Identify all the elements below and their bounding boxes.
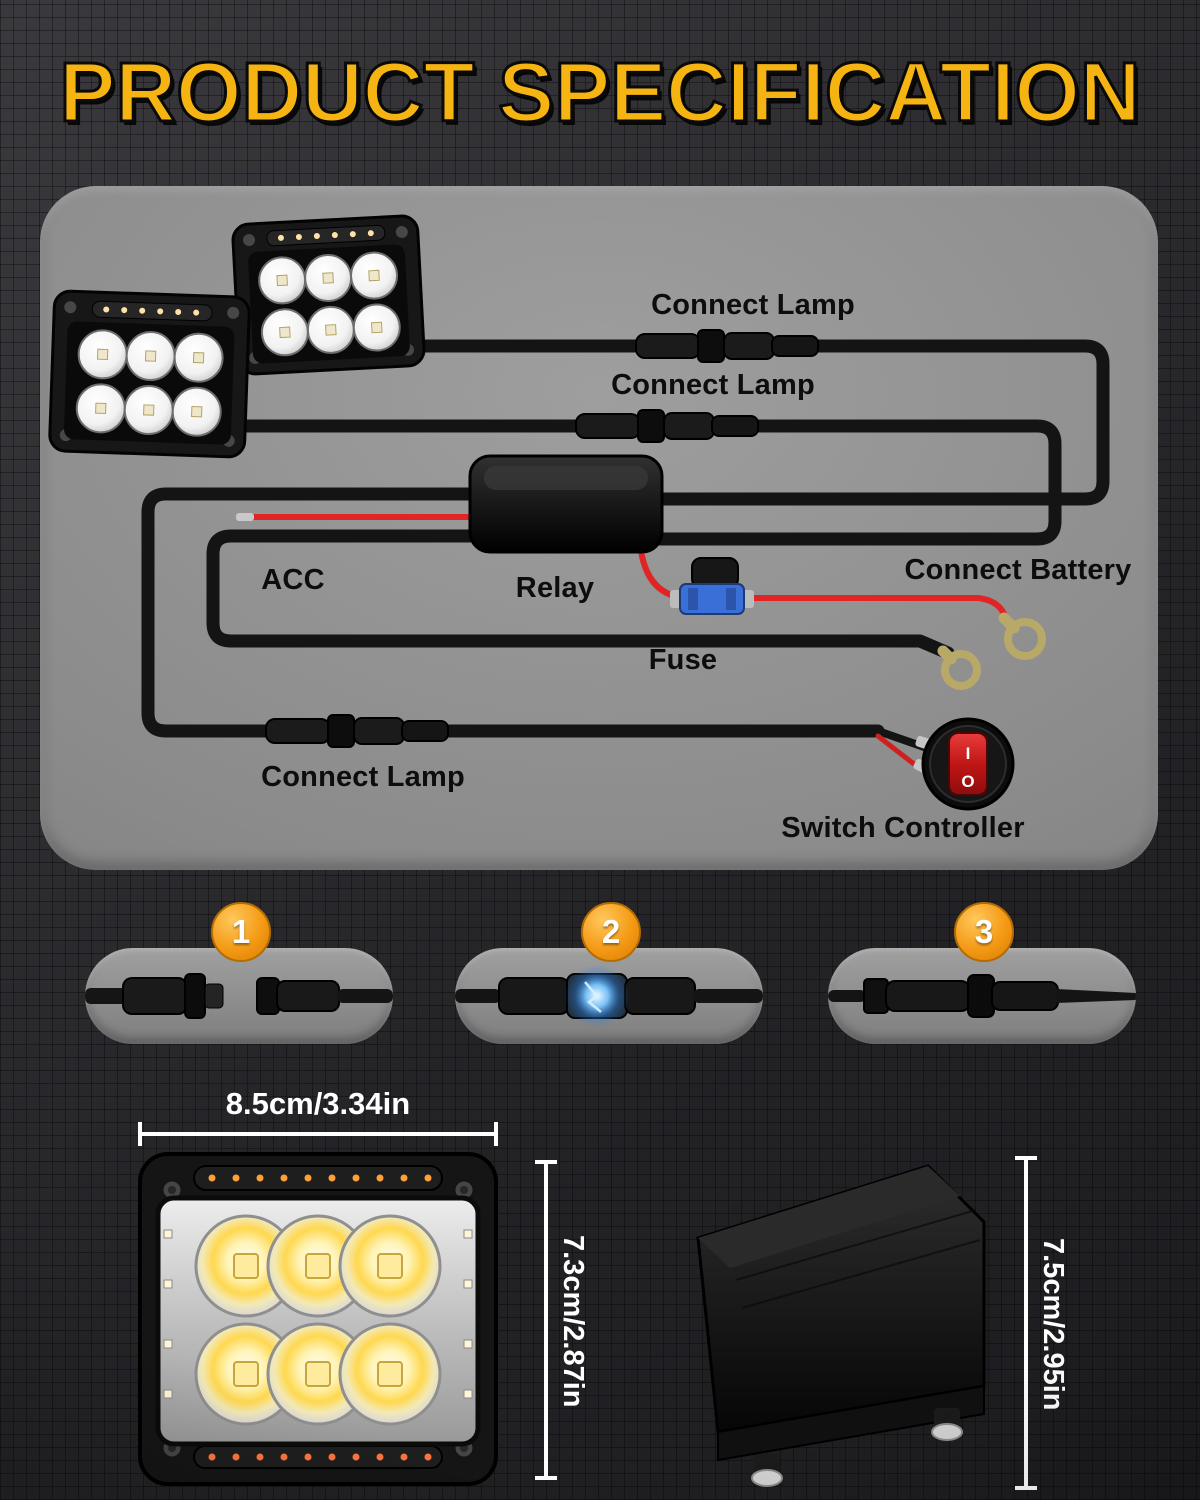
switch-on-marking: I bbox=[966, 744, 971, 763]
inline-connector-top bbox=[635, 329, 819, 363]
mounting-screw-right bbox=[931, 1408, 963, 1441]
height-dimension-tick-bottom bbox=[535, 1476, 557, 1480]
step-2-badge: 2 bbox=[581, 902, 641, 962]
step-1-pill bbox=[85, 948, 393, 1044]
width-dimension-label: 8.5cm/3.34in bbox=[225, 1086, 411, 1121]
led-pod-right bbox=[231, 214, 426, 376]
depth-dimension-line bbox=[1024, 1158, 1028, 1490]
relay-box bbox=[468, 454, 664, 554]
relay-label: Relay bbox=[515, 572, 595, 604]
pod-front-body bbox=[138, 1152, 498, 1486]
height-dimension-tick-top bbox=[535, 1160, 557, 1164]
step-2-pill bbox=[455, 948, 763, 1044]
wiring-diagram-panel: I O bbox=[40, 186, 1158, 870]
connector-aligned-glow-image bbox=[455, 964, 763, 1028]
step-1-number: 1 bbox=[231, 913, 251, 950]
depth-dimension-tick-bottom bbox=[1015, 1486, 1037, 1490]
width-dimension-tick-left bbox=[138, 1122, 142, 1146]
rocker-switch: I O bbox=[921, 717, 1015, 811]
inline-connector-bottom bbox=[265, 714, 449, 748]
wiring-diagram: I O bbox=[48, 214, 1110, 811]
ring-terminal-ground bbox=[937, 645, 981, 690]
step-3-badge: 3 bbox=[954, 902, 1014, 962]
page-title: PRODUCT SPECIFICATION bbox=[58, 45, 1142, 139]
step-3-number: 3 bbox=[974, 913, 994, 950]
fuse-holder bbox=[670, 557, 754, 615]
step-1-badge: 1 bbox=[211, 902, 271, 962]
step-2-number: 2 bbox=[601, 913, 621, 950]
fuse-label: Fuse bbox=[648, 644, 718, 676]
height-dimension-label: 7.3cm/2.87in bbox=[557, 1234, 589, 1408]
inline-connector-mid bbox=[575, 409, 759, 443]
switch-controller-label: Switch Controller bbox=[781, 812, 1025, 844]
width-dimension-line bbox=[140, 1132, 496, 1136]
switch-off-marking: O bbox=[961, 772, 974, 791]
width-dimension-tick-right bbox=[494, 1122, 498, 1146]
pod-side-body bbox=[696, 1164, 986, 1487]
height-dimension-line bbox=[544, 1162, 548, 1480]
led-pod-left bbox=[48, 289, 251, 459]
connect-lamp-3-label: Connect Lamp bbox=[261, 761, 465, 793]
pod-front-view bbox=[138, 1152, 498, 1486]
connect-lamp-1-label: Connect Lamp bbox=[651, 289, 855, 321]
connector-locked-image bbox=[828, 974, 1136, 1018]
connect-lamp-2-label: Connect Lamp bbox=[611, 369, 815, 401]
pod-side-view bbox=[696, 1164, 986, 1487]
ring-terminal-battery bbox=[998, 612, 1046, 660]
depth-dimension-label: 7.5cm/2.95in bbox=[1037, 1237, 1069, 1411]
acc-label: ACC bbox=[261, 564, 325, 596]
depth-dimension-tick-top bbox=[1015, 1156, 1037, 1160]
connect-battery-label: Connect Battery bbox=[904, 554, 1132, 586]
connector-unplugged-image bbox=[85, 973, 393, 1019]
acc-bare-wire-tip bbox=[236, 513, 254, 521]
mounting-screw-left bbox=[751, 1454, 783, 1487]
step-3-pill bbox=[828, 948, 1136, 1044]
